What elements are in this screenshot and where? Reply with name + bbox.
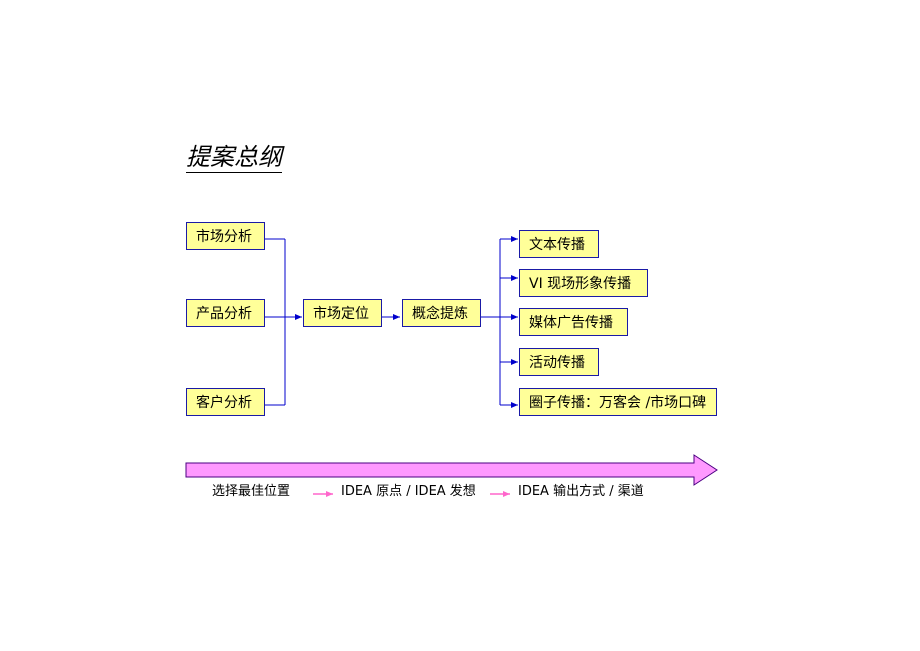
input-box-product-analysis: 产品分析 [186, 299, 265, 327]
output-box-text: 文本传播 [519, 230, 599, 258]
process-step-3: IDEA 输出方式 / 渠道 [518, 484, 644, 499]
output-box-media-ads: 媒体广告传播 [519, 308, 628, 336]
process-big-arrow [185, 454, 718, 486]
process-step-1: 选择最佳位置 [212, 484, 291, 499]
process-step-2: IDEA 原点 / IDEA 发想 [341, 484, 476, 499]
output-box-vi: VI 现场形象传播 [519, 269, 648, 297]
center-box-market-positioning: 市场定位 [303, 299, 382, 327]
output-box-events: 活动传播 [519, 348, 599, 376]
output-box-circle: 圈子传播：万客会 /市场口碑 [519, 388, 717, 416]
slide-title: 提案总纲 [186, 143, 282, 173]
input-box-market-analysis: 市场分析 [186, 222, 265, 250]
center-box-concept-refinement: 概念提炼 [402, 299, 481, 327]
input-box-customer-analysis: 客户分析 [186, 388, 265, 416]
